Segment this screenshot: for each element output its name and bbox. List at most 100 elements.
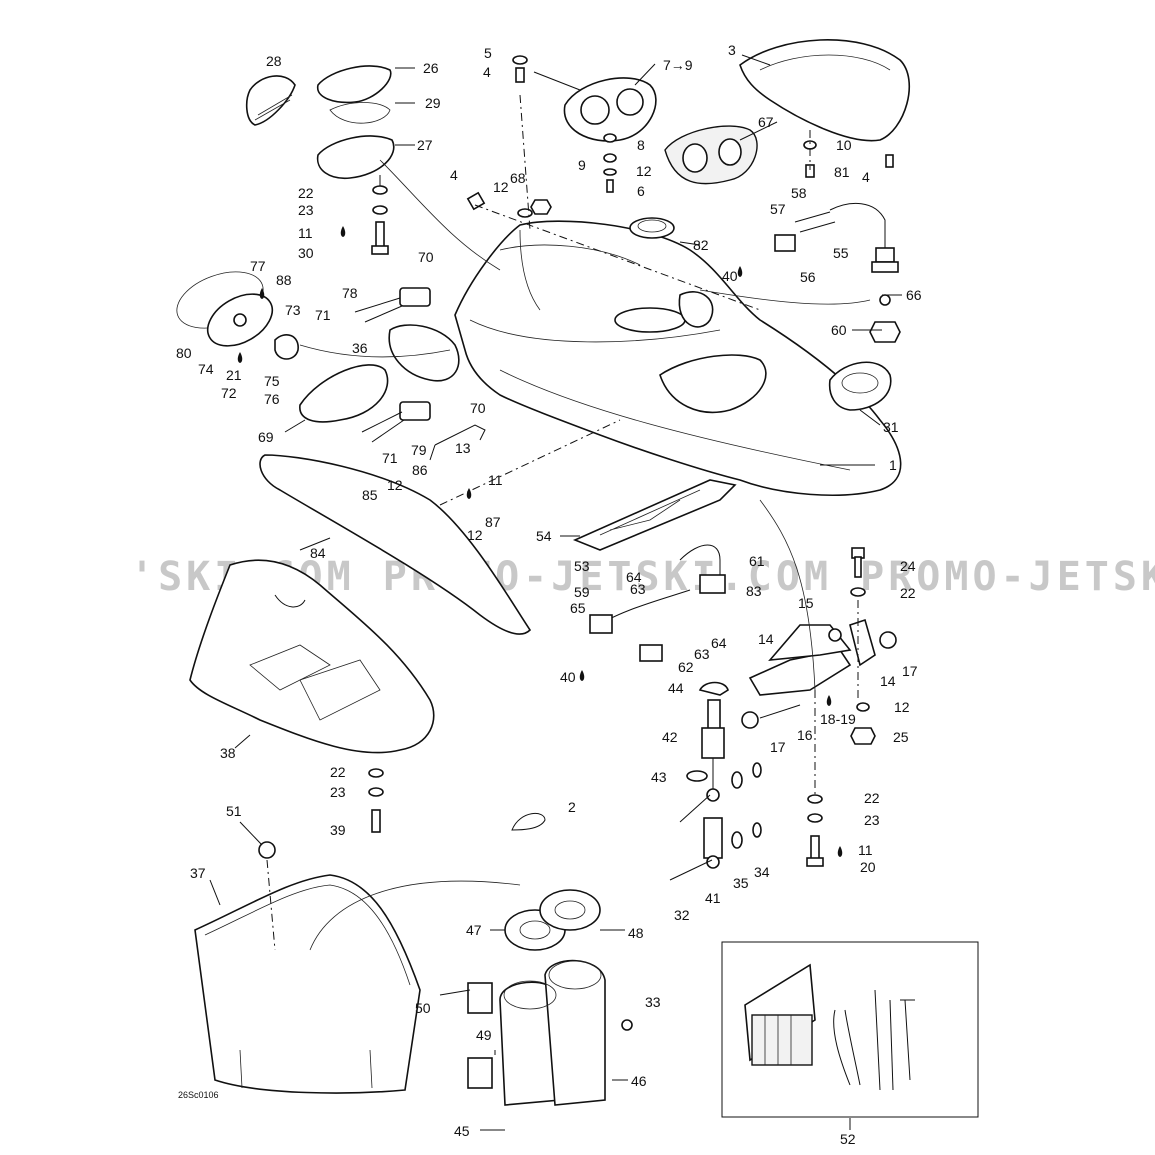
hex-key-part [429,424,486,461]
lubricant-drop-icons [237,226,843,857]
callout-44: 44 [668,680,684,696]
shock-absorber-part [669,681,729,881]
bolt-stack-30 [371,175,389,255]
callout-21: 21 [226,367,242,383]
lower-tray-part [189,559,435,754]
clip-bracket-78 [354,287,431,323]
callout-4: 4 [483,64,491,80]
callout-14: 14 [758,631,774,647]
callout-39: 39 [330,822,346,838]
callout-4: 4 [862,169,870,185]
callout-24: 24 [900,558,916,574]
clip-bracket-79 [361,401,431,443]
callout-36: 36 [352,340,368,356]
nut-25 [850,702,876,745]
callout-81: 81 [834,164,850,180]
callout-23: 23 [330,784,346,800]
callout-8: 8 [637,137,645,153]
callout-43: 43 [651,769,667,785]
callout-16: 16 [797,727,813,743]
callout-79: 79 [411,442,427,458]
support-plate-part [572,479,737,551]
callout-17: 17 [770,739,786,755]
storage-bin-part [194,841,421,1094]
callout-38: 38 [220,745,236,761]
bracket-49b [467,1057,493,1089]
drawing-code: 26Sc0106 [178,1090,219,1100]
callout-88: 88 [276,272,292,288]
hood-latch-part [245,65,395,180]
callout-27: 27 [417,137,433,153]
callout-30: 30 [298,245,314,261]
windshield-part [739,39,910,142]
washer-set-34-35 [731,762,762,849]
callout-64: 64 [626,569,642,585]
callout-31: 31 [883,419,899,435]
callout-22: 22 [900,585,916,601]
callout-40: 40 [560,669,576,685]
callout-82: 82 [693,237,709,253]
callout-46: 46 [631,1073,647,1089]
fastener-stack-4-5 [512,55,528,83]
electrical-harness-part [774,202,901,343]
fastener-stack-8-6 [603,133,617,193]
bolt-stack-39 [368,768,384,833]
callout-51: 51 [226,803,242,819]
callout-47: 47 [466,922,482,938]
callout-52: 52 [840,1131,856,1147]
callout-22: 22 [864,790,880,806]
callout-32: 32 [674,907,690,923]
callout-45: 45 [454,1123,470,1139]
callout-86: 86 [412,462,428,478]
callout-18-19: 18-19 [820,711,856,727]
callout-57: 57 [770,201,786,217]
callout-10: 10 [836,137,852,153]
callout-66: 66 [906,287,922,303]
callout-58: 58 [791,185,807,201]
callout-11: 11 [858,842,873,858]
callout-70: 70 [418,249,434,265]
callout-49: 49 [476,1027,492,1043]
callout-26: 26 [423,60,439,76]
callout-12: 12 [387,477,403,493]
mirror-part [299,364,389,423]
bracket-49a [467,982,493,1014]
callout-37: 37 [190,865,206,881]
bolt-stack-24 [850,547,866,597]
bolt-stack-20 [806,794,824,867]
callout-56: 56 [800,269,816,285]
callout-61: 61 [749,553,765,569]
callout-71: 71 [382,450,398,466]
callout-83: 83 [746,583,762,599]
callout-73: 73 [285,302,301,318]
mirror-assembly-part [176,271,299,360]
washer-43 [686,770,708,782]
callout-22: 22 [298,185,314,201]
callout-23: 23 [864,812,880,828]
callout-11: 11 [298,225,313,241]
callout-41: 41 [705,890,721,906]
callout-35: 35 [733,875,749,891]
callout-68: 68 [510,170,526,186]
callout-17: 17 [902,663,918,679]
callout-80: 80 [176,345,192,361]
callout-1: 1 [889,457,897,473]
twin-container-part [499,889,606,1106]
callout-34: 34 [754,864,770,880]
callout-12: 12 [493,179,509,195]
callout-87: 87 [485,514,501,530]
callout-22: 22 [330,764,346,780]
leader-lines [209,54,902,1131]
callout-70: 70 [470,400,486,416]
callout-59: 59 [574,584,590,600]
callout-13: 13 [455,440,471,456]
clip-2 [511,812,546,831]
callout-2: 2 [568,799,576,815]
callout-60: 60 [831,322,847,338]
callout-65: 65 [570,600,586,616]
callout-72: 72 [221,385,237,401]
callout-28: 28 [266,53,282,69]
callout-29: 29 [425,95,441,111]
callout-12: 12 [467,527,483,543]
gasket-part [664,125,758,185]
